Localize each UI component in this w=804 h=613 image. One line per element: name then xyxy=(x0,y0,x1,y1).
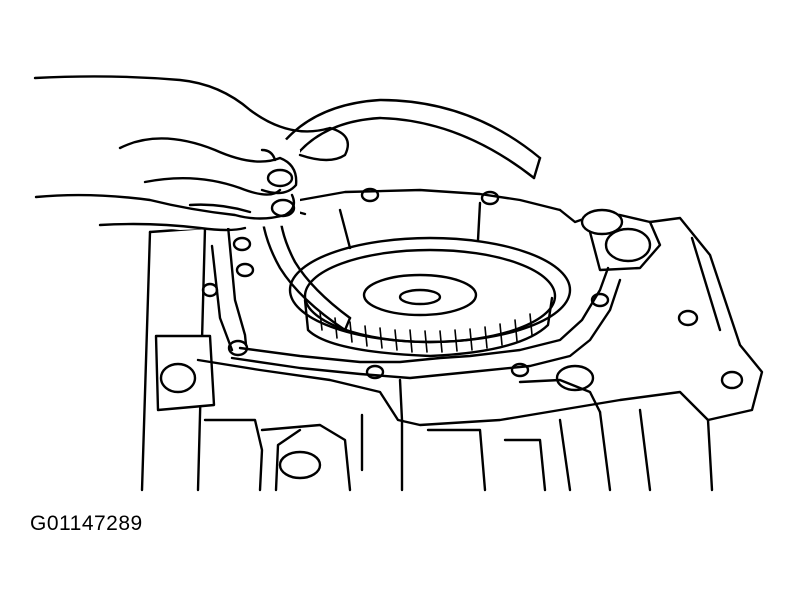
figure-id-label: G01147289 xyxy=(30,512,143,535)
hand xyxy=(33,75,350,232)
transmission-case xyxy=(140,187,764,492)
clutch-drum xyxy=(288,236,572,358)
